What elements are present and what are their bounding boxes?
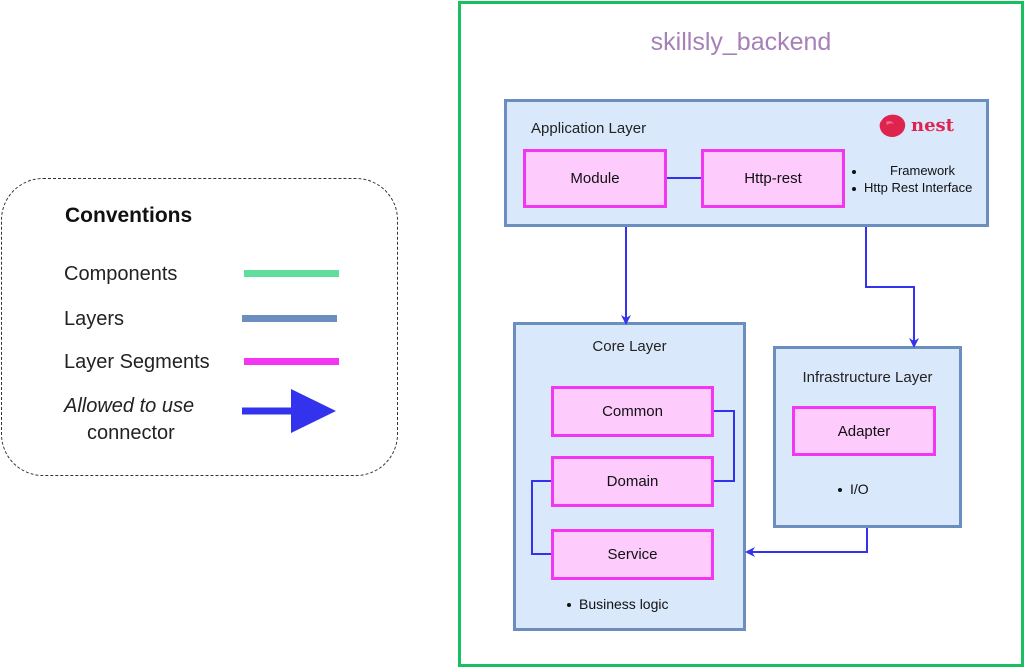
legend-label-layers: Layers: [64, 308, 125, 330]
application-note-http-rest-interface: Http Rest Interface: [852, 180, 972, 195]
segment-domain: Domain: [551, 456, 714, 507]
infrastructure-layer-title: Infrastructure Layer: [802, 369, 933, 386]
segment-service: Service: [551, 529, 714, 580]
arrow-application-to-infrastructure: [865, 227, 919, 348]
legend-label-allowed: Allowed to use: [64, 395, 195, 417]
legend-swatch-components: [244, 270, 339, 277]
legend-swatch-layers: [242, 315, 337, 322]
segment-adapter: Adapter: [792, 406, 936, 456]
legend-connector-arrow: [242, 389, 336, 433]
legend-label-connector: connector: [87, 422, 175, 444]
connector-domain-service: [531, 480, 551, 555]
core-layer-title: Core Layer: [592, 338, 667, 355]
core-note-business-logic: Business logic: [567, 596, 669, 612]
nest-logo-text: nest: [911, 115, 954, 136]
nest-logo-icon: [877, 112, 909, 140]
legend-label-components: Components: [64, 263, 178, 285]
segment-module: Module: [523, 149, 667, 208]
legend-title: Conventions: [65, 204, 193, 227]
legend-label-layer-segments: Layer Segments: [64, 351, 210, 373]
infrastructure-note-io: I/O: [838, 481, 869, 497]
connector-common-domain: [714, 410, 735, 482]
legend-swatch-layer-segments: [244, 358, 339, 365]
diagram-title: skillsly_backend: [650, 28, 832, 56]
arrow-infrastructure-to-core: [745, 528, 868, 557]
segment-http-rest: Http-rest: [701, 149, 845, 208]
application-note-framework: Framework: [852, 163, 955, 178]
backend-container: [458, 1, 1024, 667]
application-layer-title: Application Layer: [531, 120, 647, 137]
segment-common: Common: [551, 386, 714, 437]
conventions-legend: [1, 178, 398, 476]
